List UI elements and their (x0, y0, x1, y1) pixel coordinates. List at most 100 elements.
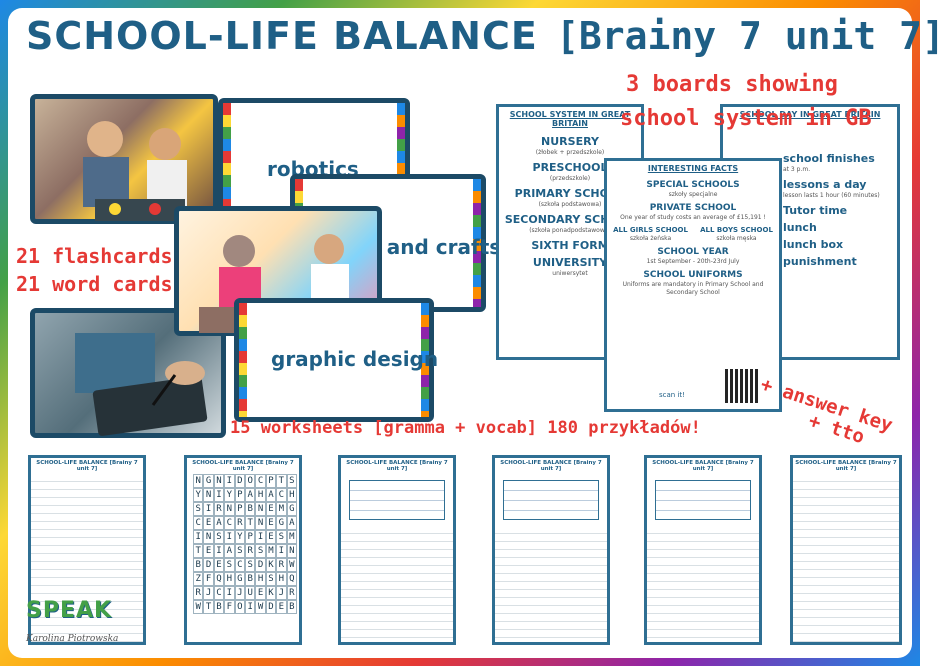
wordsearch-letter: N (224, 502, 235, 516)
wordsearch-letter: D (234, 474, 245, 488)
board1-item: SIXTH FORM (531, 239, 609, 252)
wordsearch-letter: E (265, 502, 277, 516)
wordsearch-letter: I (224, 530, 235, 544)
wordsearch-letter: N (255, 516, 266, 530)
tablet-drawing-image (75, 333, 208, 436)
wordsearch-letter: I (224, 474, 235, 488)
wordsearch-letter: R (286, 586, 297, 600)
wordsearch-letter: B (286, 600, 297, 614)
wordsearch-letter: E (203, 544, 214, 558)
wordsearch-letter: T (276, 474, 287, 488)
content-area: SCHOOL-LIFE BALANCE [Brainy 7 unit 7] 3 … (8, 8, 945, 658)
wordsearch-letter: F (203, 572, 214, 586)
wordsearch-letter: A (213, 516, 225, 530)
wordsearch-letter: R (213, 502, 225, 516)
wordsearch-letter: S (286, 474, 297, 488)
wordsearch-letter: Q (213, 572, 225, 586)
wordsearch-letter: G (286, 502, 297, 516)
board2-item: SPECIAL SCHOOLS (646, 180, 740, 190)
board3-item: lunch box (783, 238, 844, 251)
scan-label: scan it! (659, 391, 685, 399)
wordsearch-letter: C (193, 516, 204, 530)
wordsearch-letter: W (193, 600, 204, 614)
wordsearch-letter: I (213, 544, 225, 558)
wordsearch-letter: R (234, 516, 245, 530)
wordsearch-letter: P (265, 474, 277, 488)
wordsearch-letter: N (203, 530, 214, 544)
board1-item: SECONDARY SCHOOL(szkoła ponadpodstawowa) (504, 213, 636, 234)
wordsearch-letter: S (193, 502, 204, 516)
wordsearch-letter: E (203, 516, 214, 530)
board1-item: PRESCHOOL(przedszkole) (532, 161, 608, 182)
wordsearch-letter: G (234, 572, 245, 586)
wordsearch-letter: I (244, 600, 256, 614)
wordsearch-letter: K (265, 586, 277, 600)
board2-item: ALL GIRLS SCHOOL (613, 226, 688, 234)
wordsearch-letter: H (224, 572, 235, 586)
board1-title: SCHOOL SYSTEM IN GREAT BRITAIN (509, 110, 631, 128)
callout-worksheets: 15 worksheets [gramma + vocab] 180 przyk… (230, 418, 701, 438)
wordsearch-letter: I (203, 502, 214, 516)
board3-title: SCHOOL DAY IN GREAT BRITAIN (739, 110, 881, 119)
wordsearch-letter: P (244, 530, 256, 544)
kids-robotics-image (83, 121, 187, 221)
worksheet-3: SCHOOL-LIFE BALANCE [Brainy 7 unit 7] (338, 455, 456, 645)
wordsearch-letter: E (265, 516, 277, 530)
wordsearch-letter: A (286, 516, 297, 530)
wordsearch-letter: S (224, 558, 235, 572)
wordsearch-letter: N (193, 474, 204, 488)
wordsearch-letter: S (276, 530, 287, 544)
wordsearch-letter: C (276, 488, 287, 502)
wordsearch-letter: I (193, 530, 204, 544)
wordsearch-letter: I (213, 488, 225, 502)
callout-wordcards: 21 word cards (16, 272, 173, 296)
wordsearch-letter: E (265, 530, 277, 544)
wordsearch-letter: W (255, 600, 266, 614)
board3-item: school finishes (783, 152, 875, 165)
wordsearch-letter: T (244, 516, 256, 530)
board1-item: NURSERY(żłobek + przedszkole) (535, 135, 605, 156)
wordsearch-letter: U (244, 586, 256, 600)
wordsearch-letter: J (234, 586, 245, 600)
main-title: SCHOOL-LIFE BALANCE (26, 14, 538, 58)
board2-item: SCHOOL UNIFORMS (643, 270, 743, 280)
word-graphic-design: graphic design (271, 347, 439, 371)
author-signature: Karolina Piotrowska (26, 634, 119, 644)
wordsearch-letter: B (244, 572, 256, 586)
callout-boards-2: school system in GB (620, 106, 872, 131)
wordsearch-letter: Y (193, 488, 204, 502)
wordsearch-letter: H (276, 572, 287, 586)
wordsearch-letter: O (234, 600, 245, 614)
wordsearch-letter: N (286, 544, 297, 558)
board3-item: Tutor time (783, 204, 848, 217)
board1-item: PRIMARY SCHOOL(szkoła podstawowa) (514, 187, 626, 208)
wordsearch-letter: B (193, 558, 204, 572)
word-card-graphic: graphic design (234, 298, 438, 422)
wordsearch-letter: H (255, 572, 266, 586)
wordsearch-letter: I (224, 586, 235, 600)
wordsearch-letter: P (234, 502, 245, 516)
wordsearch-letter: M (276, 502, 287, 516)
wordsearch-letter: E (213, 558, 225, 572)
wordsearch-letter: I (276, 544, 287, 558)
wordsearch-letter: N (203, 488, 214, 502)
wordsearch-letter: A (265, 488, 277, 502)
wordsearch-letter: T (193, 544, 204, 558)
board-interesting-facts: INTERESTING FACTS SPECIAL SCHOOLS szkoły… (604, 158, 782, 412)
wordsearch-letter: R (193, 586, 204, 600)
callout-boards: 3 boards showing (626, 72, 838, 97)
wordsearch-letter: Q (286, 572, 297, 586)
speak-logo: SPEAK (26, 598, 113, 623)
wordsearch-letter: D (203, 558, 214, 572)
wordsearch-letter: I (255, 530, 266, 544)
board2-title: INTERESTING FACTS (647, 164, 739, 173)
worksheet-6: SCHOOL-LIFE BALANCE [Brainy 7 unit 7] (790, 455, 902, 645)
board2-item: SCHOOL YEAR (657, 247, 729, 257)
wordsearch-letter: M (286, 530, 297, 544)
wordsearch-letter: B (213, 600, 225, 614)
wordsearch-letter: D (255, 558, 266, 572)
board2-item: PRIVATE SCHOOL (649, 203, 737, 213)
